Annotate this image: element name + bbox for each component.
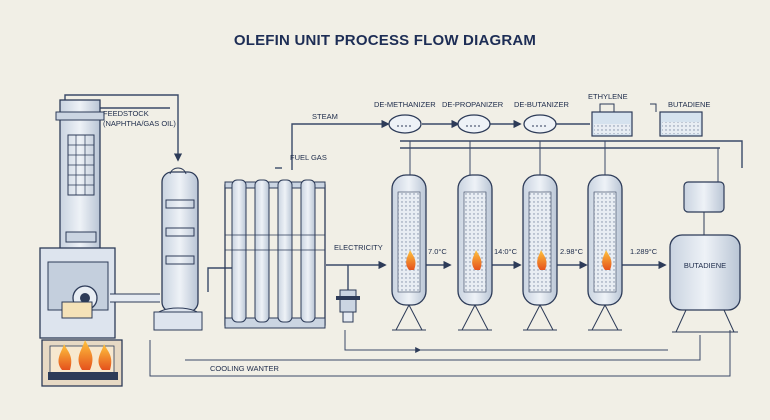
butadiene-top-tank [650, 103, 703, 137]
column-2 [457, 174, 493, 331]
label-de-propanizer: DE-PROPANIZER [442, 100, 504, 109]
label-butadiene-top: BUTADIENE [668, 100, 710, 109]
diagram-title: OLEFIN UNIT PROCESS FLOW DIAGRAM [234, 32, 536, 49]
label-steam: STEAM [312, 112, 338, 121]
label-temp-1: 7.0°C [428, 247, 447, 256]
furnace-flames [58, 340, 112, 370]
label-temp-3: 2.98°C [560, 247, 584, 256]
label-butadiene-tank: BUTADIENE [684, 261, 726, 270]
column-1 [391, 174, 427, 331]
heat-exchanger-bank [224, 179, 326, 329]
pipe-network [64, 94, 743, 377]
butadiene-storage [669, 181, 741, 333]
cracking-furnace [39, 99, 160, 387]
label-temp-2: 14:0°C [494, 247, 518, 256]
ethylene-tank [591, 103, 633, 137]
quench-tower [153, 167, 203, 331]
label-fuel-gas: FUEL GAS [290, 153, 327, 162]
labels: FEEDSTOCK (NAPHTHA/GAS OIL) STEAM FUEL G… [103, 92, 726, 373]
label-de-methanizer: DE-METHANIZER [374, 100, 436, 109]
label-feedstock: FEEDSTOCK [103, 109, 149, 118]
label-feedstock-type: (NAPHTHA/GAS OIL) [103, 119, 176, 128]
label-electricity: ELECTRICITY [334, 243, 383, 252]
column-flames [406, 250, 612, 270]
electric-pump [336, 289, 360, 323]
condensers [388, 114, 557, 134]
label-temp-4: 1.289°C [630, 247, 658, 256]
column-4 [587, 174, 623, 331]
label-de-butanizer: DE-BUTANIZER [514, 100, 569, 109]
label-cooling-water: COOLING WANTER [210, 364, 279, 373]
label-ethylene: ETHYLENE [588, 92, 628, 101]
column-3 [522, 174, 558, 331]
